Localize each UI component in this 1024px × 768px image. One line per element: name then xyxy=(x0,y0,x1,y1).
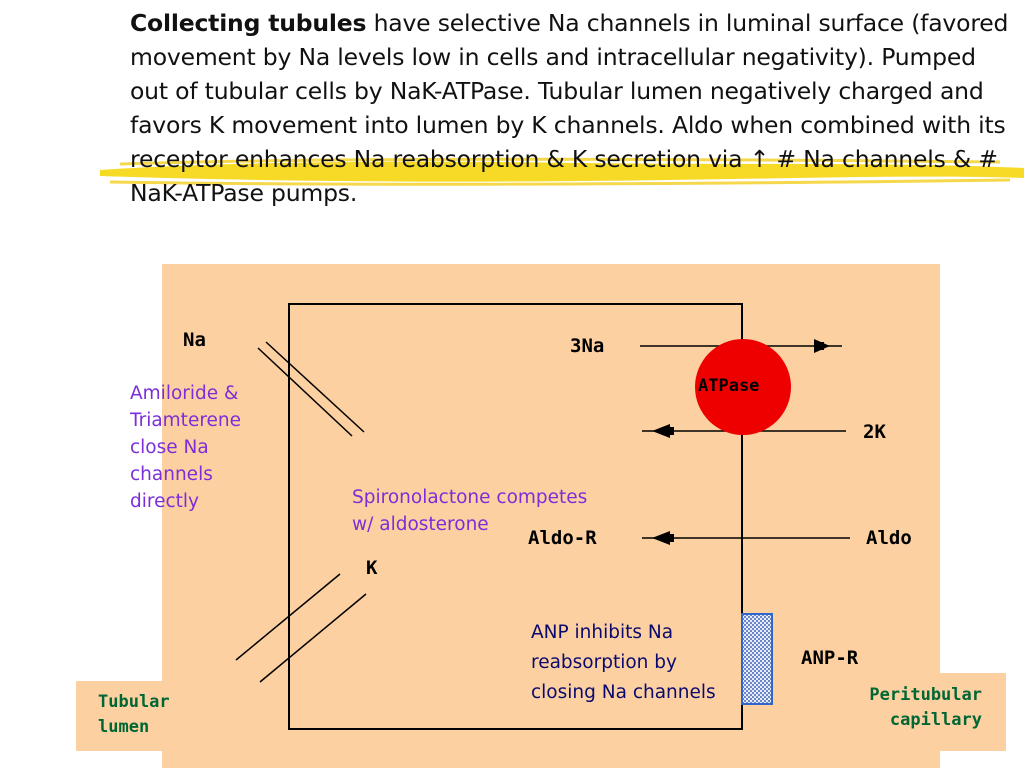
tubular-lumen-label: Tubular lumen xyxy=(98,690,170,740)
atpase-pump xyxy=(695,339,791,435)
amiloride-line-4: channels xyxy=(130,464,213,485)
amiloride-line-3: close Na xyxy=(130,437,209,458)
peritubular-line-1: Peritubular xyxy=(869,685,982,705)
anp-annotation: ANP inhibits Na reabsorption by closing … xyxy=(531,618,716,708)
paragraph-body: have selective Na channels in luminal su… xyxy=(130,9,1009,207)
anp-line-2: reabsorption by xyxy=(531,652,677,673)
tubular-lumen-box xyxy=(76,681,176,751)
tubular-cell xyxy=(288,303,743,730)
anp-line-3: closing Na channels xyxy=(531,682,716,703)
atpase-label: ATPase xyxy=(698,376,760,396)
spironolactone-line-1: Spironolactone competes xyxy=(352,487,588,508)
anp-receptor xyxy=(741,613,773,705)
paragraph-lead: Collecting tubules xyxy=(130,9,367,37)
k-label: K xyxy=(366,557,378,579)
peritubular-line-2: capillary xyxy=(889,710,982,730)
amiloride-annotation: Amiloride & Triamterene close Na channel… xyxy=(130,380,241,515)
tubular-lumen-line-1: Tubular xyxy=(98,692,170,712)
yellow-highlight-stroke xyxy=(100,157,1024,186)
peritubular-capillary-label: Peritubular capillary xyxy=(848,683,982,733)
diagram-panel xyxy=(162,264,940,768)
peritubular-capillary-box xyxy=(860,673,1006,751)
two-k-label: 2K xyxy=(863,421,886,443)
description-paragraph: Collecting tubules have selective Na cha… xyxy=(130,6,1010,210)
anp-r-label: ANP-R xyxy=(801,647,859,669)
amiloride-line-2: Triamterene xyxy=(130,410,242,431)
anp-line-1: ANP inhibits Na xyxy=(531,622,674,643)
tubular-lumen-line-2: lumen xyxy=(98,717,150,737)
spironolactone-line-2: w/ aldosterone xyxy=(352,514,489,535)
three-na-label: 3Na xyxy=(570,335,605,357)
amiloride-line-5: directly xyxy=(130,491,199,512)
amiloride-line-1: Amiloride & xyxy=(130,383,239,404)
aldo-r-label: Aldo-R xyxy=(528,527,597,549)
na-channel xyxy=(257,341,365,437)
k-channel xyxy=(235,573,367,683)
aldo-arrow xyxy=(642,531,850,545)
spironolactone-annotation: Spironolactone competes w/ aldosterone xyxy=(352,484,587,538)
na-label: Na xyxy=(183,329,206,351)
aldo-label: Aldo xyxy=(866,527,912,549)
